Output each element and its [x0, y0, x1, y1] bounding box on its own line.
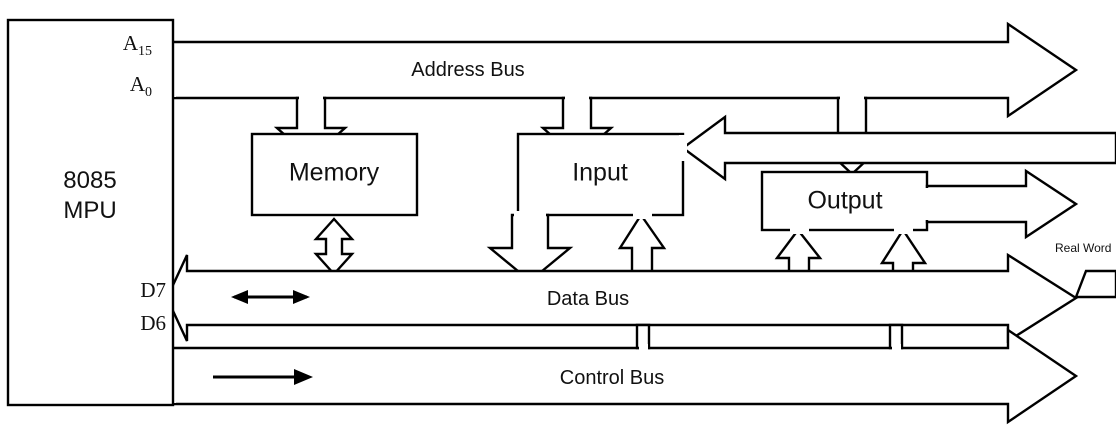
mpu-label-line1: 8085	[63, 167, 116, 194]
svg-text:A0: A0	[130, 72, 152, 100]
input-to-data-arrow	[486, 211, 574, 283]
real-world-label: Real Word	[1055, 241, 1111, 255]
output-label: Output	[807, 187, 882, 215]
control-bus-riser-input	[635, 323, 651, 352]
output-block: Output	[760, 170, 929, 232]
pin-a0-sub: 0	[145, 85, 152, 100]
output-to-realworld-arrow	[923, 168, 1079, 240]
control-bus-body	[170, 327, 1079, 425]
control-bus: Control Bus	[168, 327, 1079, 425]
pin-label-d6: D6	[140, 311, 166, 335]
data-bus-label: Data Bus	[547, 288, 629, 310]
address-bus-label: Address Bus	[411, 59, 524, 81]
control-bus-direction-arrow	[213, 369, 313, 385]
pin-a0-base: A	[130, 72, 146, 96]
pin-label-a0: A0	[130, 72, 152, 100]
control-bus-riser-output	[888, 323, 904, 352]
pin-label-d7: D7	[140, 278, 166, 302]
realworld-feed-lines	[1074, 269, 1116, 299]
memory-label: Memory	[289, 159, 380, 187]
svg-text:A15: A15	[123, 31, 152, 59]
realworld-to-input-arrow	[679, 114, 1116, 182]
data-bus: Data Bus	[165, 252, 1079, 344]
data-bus-direction-arrow	[231, 290, 310, 304]
pin-a15-base: A	[123, 31, 139, 55]
input-label: Input	[572, 159, 628, 187]
mpu-label-line2: MPU	[63, 197, 116, 224]
pin-label-a15: A15	[123, 31, 152, 59]
memory-data-bidirectional-arrow	[313, 217, 355, 276]
pin-a15-sub: 15	[138, 44, 152, 59]
input-block: Input	[516, 132, 685, 217]
control-bus-label: Control Bus	[560, 367, 665, 389]
memory-block: Memory	[250, 132, 419, 217]
mpu-block: 8085 MPU	[6, 18, 175, 407]
